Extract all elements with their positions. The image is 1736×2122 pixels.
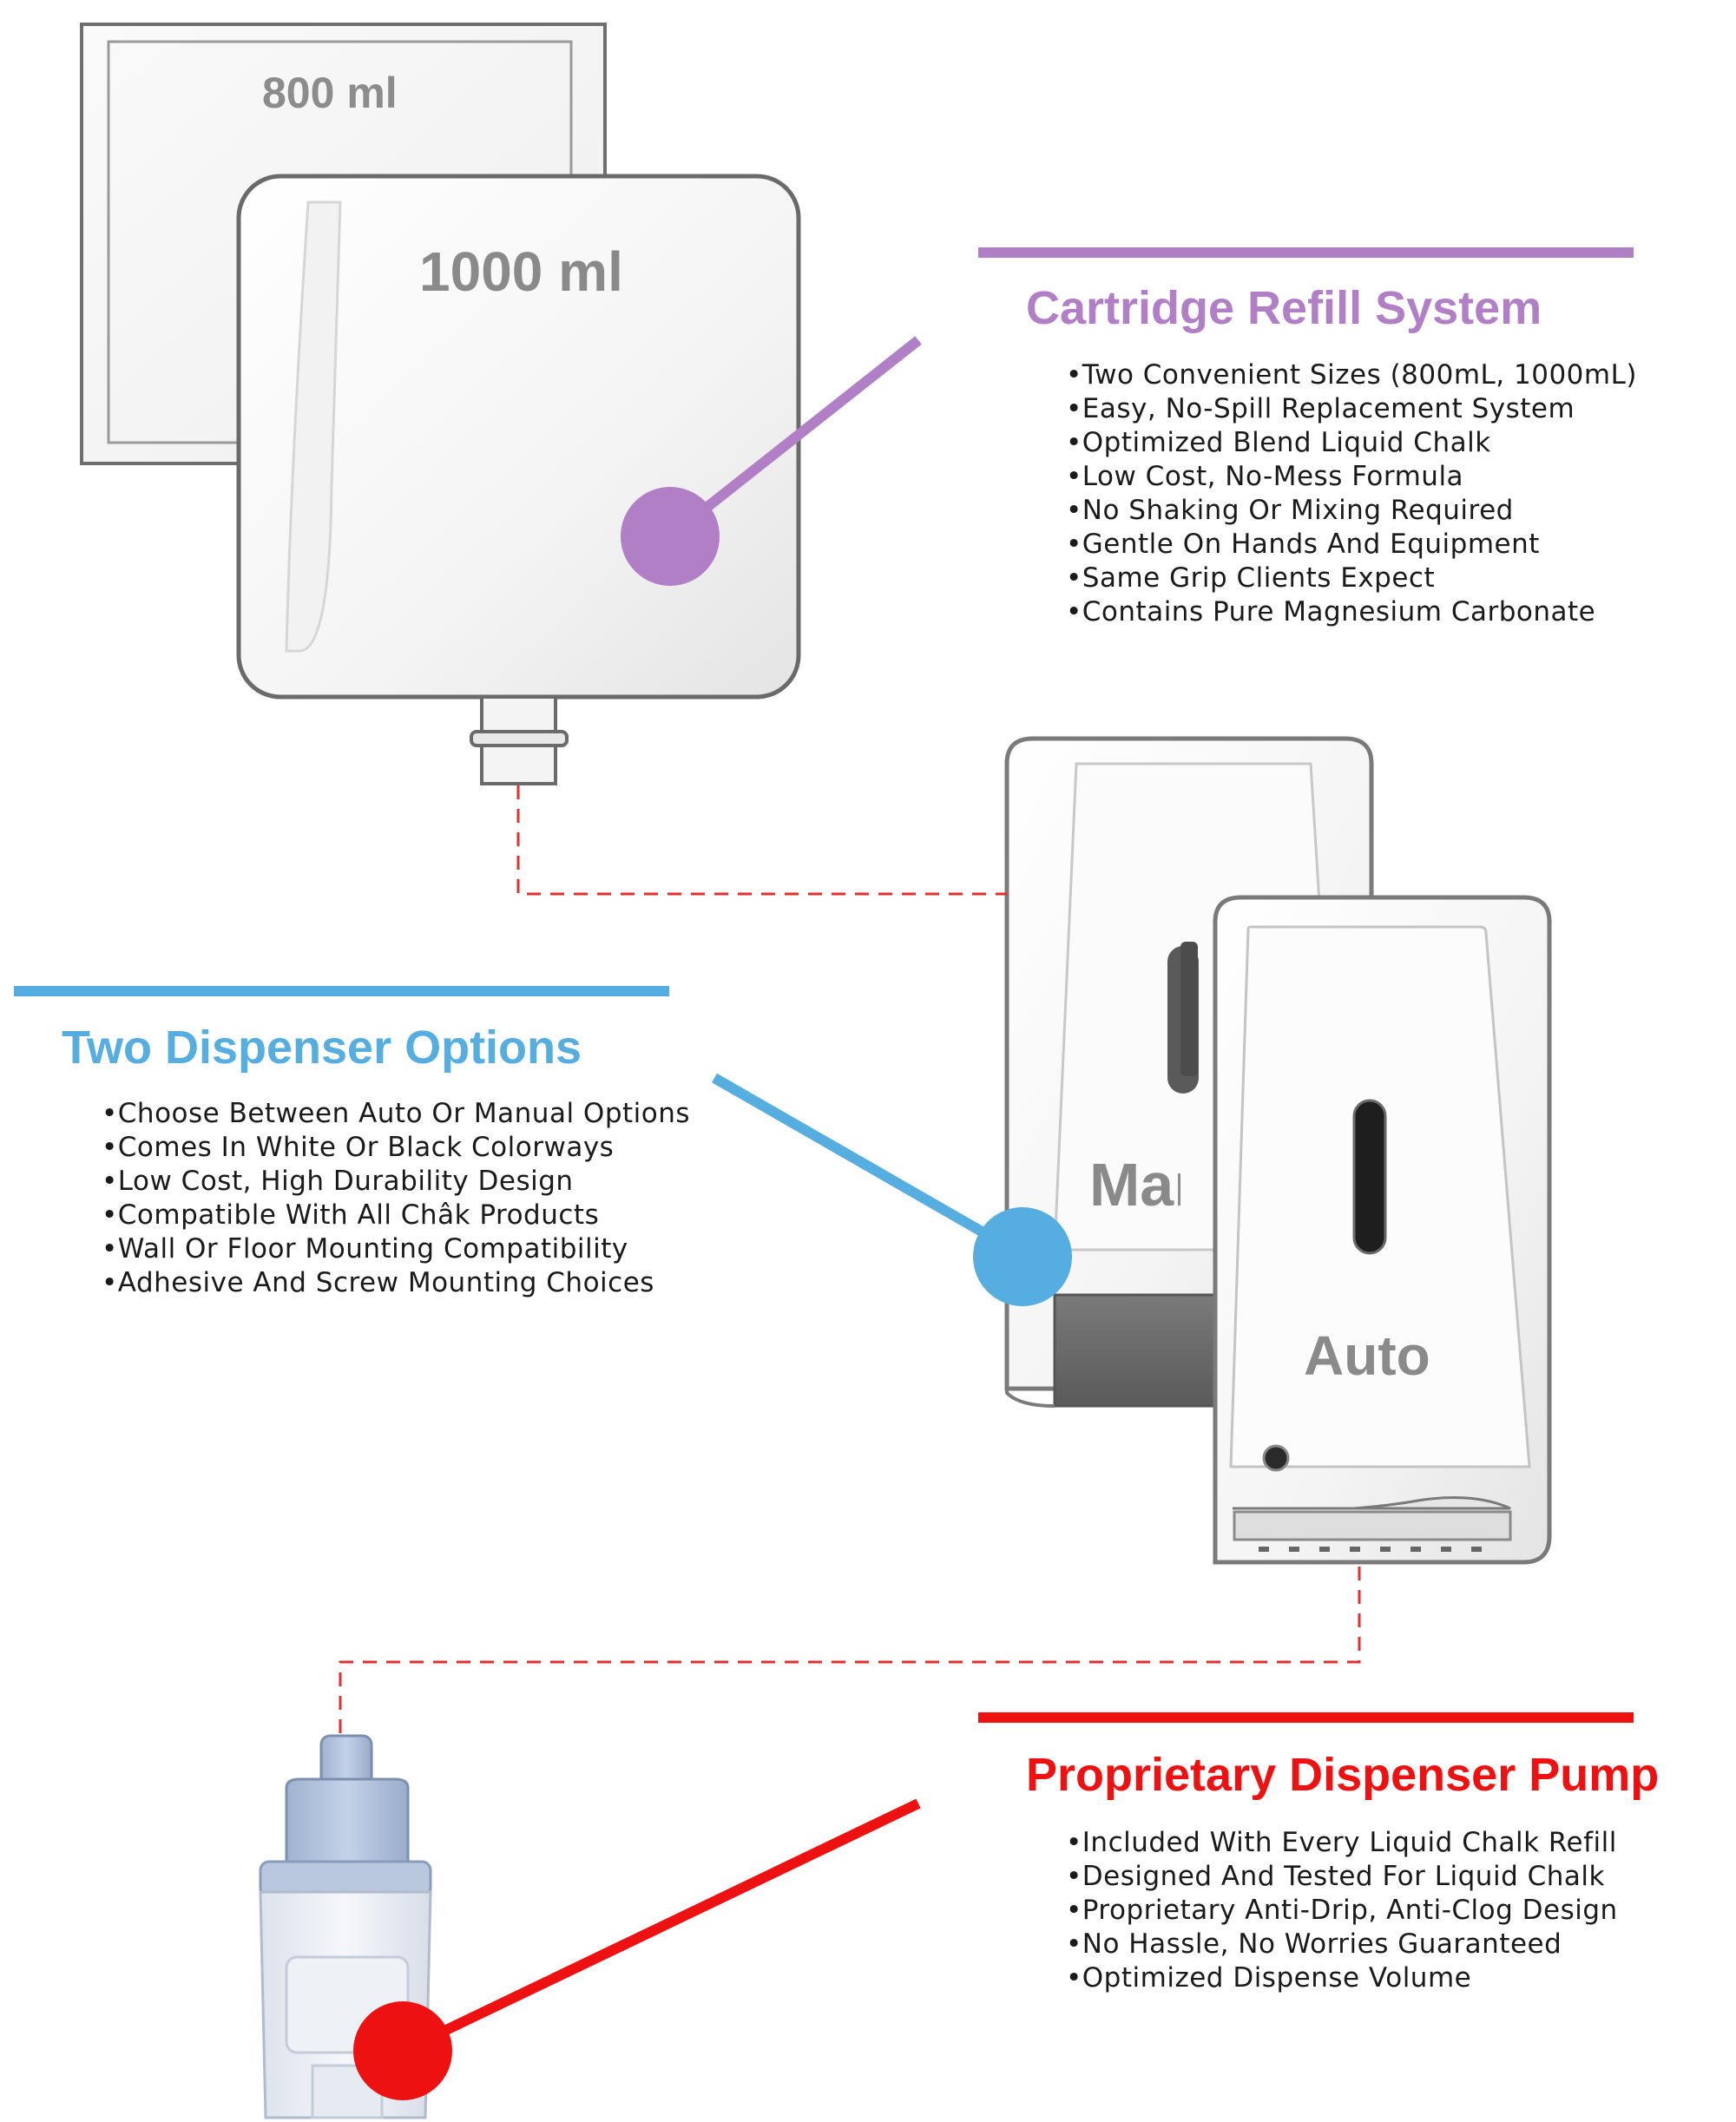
- list-item: •No Shaking Or Mixing Required: [1066, 495, 1514, 526]
- dispenser-section-bar: [14, 986, 669, 996]
- list-item: •Optimized Dispense Volume: [1066, 1962, 1472, 1994]
- list-item: •Designed And Tested For Liquid Chalk: [1066, 1861, 1605, 1892]
- cartridge-callout-dot: [621, 487, 720, 586]
- dashed-connectors: [339, 785, 1361, 1736]
- manual-dispenser-clip: Manual: [1089, 1150, 1180, 1228]
- list-item: •No Hassle, No Worries Guaranteed: [1066, 1928, 1562, 1960]
- auto-dispenser: [1180, 895, 1552, 1565]
- list-item: •Wall Or Floor Mounting Compatibility: [102, 1233, 628, 1265]
- cartridge-section-bar: [978, 247, 1634, 258]
- dispenser-callout-line: [712, 1073, 1025, 1260]
- list-item: •Proprietary Anti-Drip, Anti-Clog Design: [1066, 1895, 1618, 1926]
- cartridge-bullet-list: •Two Convenient Sizes (800mL, 1000mL) •E…: [1066, 358, 1637, 629]
- list-item: •Gentle On Hands And Equipment: [1066, 529, 1540, 560]
- list-item: •Comes In White Or Black Colorways: [102, 1132, 615, 1163]
- dispenser-bullet-list: •Choose Between Auto Or Manual Options •…: [102, 1097, 690, 1300]
- cartridge-1000-label: 1000 ml: [419, 240, 623, 303]
- list-item: •Two Convenient Sizes (800mL, 1000mL): [1066, 359, 1637, 391]
- manual-dispenser-label: Manual: [1089, 1151, 1180, 1219]
- list-item: •Low Cost, High Durability Design: [102, 1166, 574, 1197]
- list-item: •Compatible With All Châk Products: [102, 1199, 600, 1231]
- cartridge-section-title: Cartridge Refill System: [1026, 282, 1542, 334]
- list-item: •Choose Between Auto Or Manual Options: [102, 1098, 691, 1129]
- list-item: •Included With Every Liquid Chalk Refill: [1066, 1827, 1617, 1858]
- list-item: •Low Cost, No-Mess Formula: [1066, 461, 1464, 492]
- list-item: •Adhesive And Screw Mounting Choices: [102, 1267, 654, 1298]
- pump-bullet-list: •Included With Every Liquid Chalk Refill…: [1066, 1826, 1618, 1995]
- pump-section-title: Proprietary Dispenser Pump: [1026, 1749, 1660, 1801]
- pump-section-bar: [978, 1712, 1634, 1723]
- cartridge-callout-line: [667, 336, 922, 541]
- auto-dispenser-label: Auto: [1304, 1324, 1430, 1387]
- pump-callout-line: [400, 1798, 921, 2056]
- list-item: •Same Grip Clients Expect: [1066, 562, 1436, 594]
- list-item: •Contains Pure Magnesium Carbonate: [1066, 596, 1596, 627]
- dispenser-callout-dot: [973, 1207, 1072, 1306]
- dispenser-section-title: Two Dispenser Options: [62, 1022, 582, 1074]
- pump-callout-dot: [353, 2001, 452, 2100]
- list-item: •Easy, No-Spill Replacement System: [1066, 393, 1575, 424]
- cartridge-800-label: 800 ml: [262, 69, 398, 117]
- list-item: •Optimized Blend Liquid Chalk: [1066, 427, 1491, 458]
